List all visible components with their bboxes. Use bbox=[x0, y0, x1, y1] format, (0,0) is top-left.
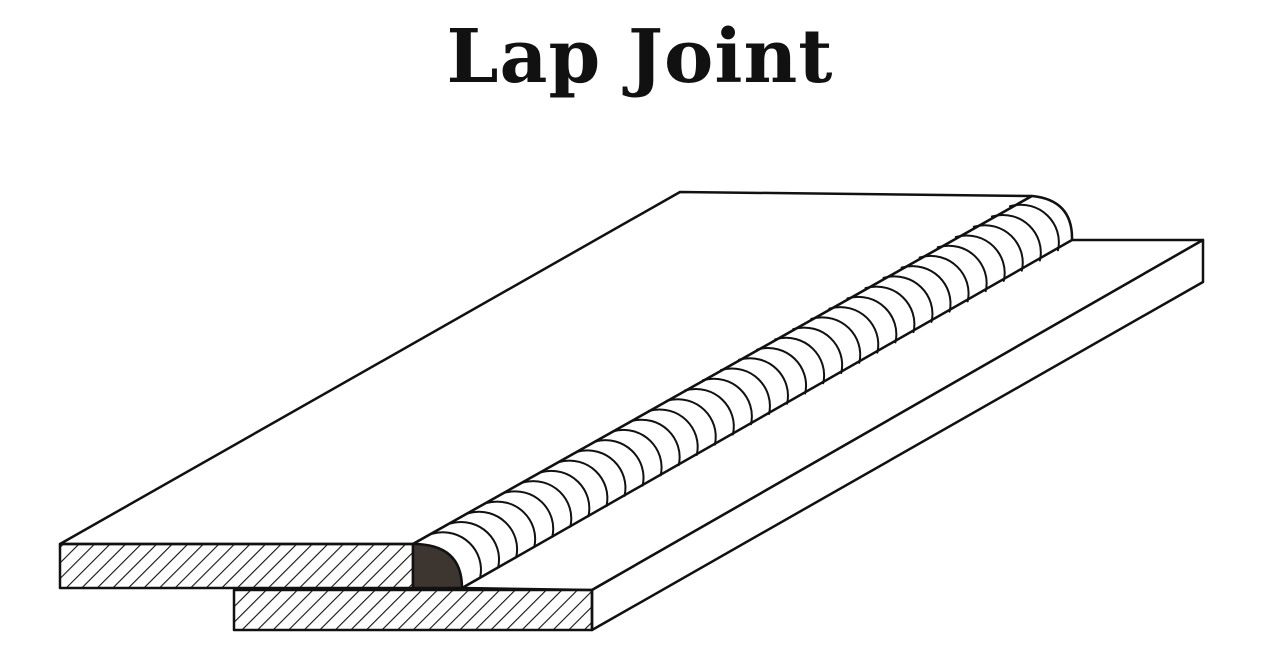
weld-bead bbox=[411, 194, 1074, 590]
weld-ripple bbox=[557, 459, 609, 508]
weld-ripple bbox=[503, 490, 555, 538]
weld-ripple bbox=[756, 347, 808, 395]
weld-ripple bbox=[665, 398, 717, 446]
weld-ripple bbox=[990, 214, 1042, 262]
weld-ripple bbox=[467, 510, 519, 559]
weld-ripple bbox=[1008, 203, 1060, 252]
weld-ripple bbox=[846, 295, 898, 344]
weld-ripple bbox=[774, 336, 826, 385]
weld-ripple bbox=[828, 306, 880, 354]
weld-ripple bbox=[882, 275, 934, 323]
weld-ripple bbox=[629, 418, 681, 467]
weld-ripple bbox=[810, 316, 862, 364]
weld-ripple bbox=[431, 531, 482, 579]
weld-ripple bbox=[611, 428, 663, 477]
weld-ripple bbox=[936, 244, 988, 293]
weld-ripple bbox=[918, 254, 970, 303]
weld-ripple bbox=[720, 367, 771, 415]
weld-ripple bbox=[954, 234, 1006, 282]
bottom-plate bbox=[232, 238, 1205, 632]
weld-ripple bbox=[485, 500, 537, 549]
weld-ripple bbox=[593, 439, 645, 487]
weld-ripple bbox=[900, 265, 952, 313]
weld-root bbox=[411, 542, 464, 590]
weld-ripple bbox=[792, 326, 844, 375]
weld-ripple bbox=[683, 388, 735, 436]
weld-ripple bbox=[738, 357, 789, 405]
top-plate-cross-section bbox=[58, 542, 415, 590]
weld-ripple bbox=[575, 449, 627, 497]
weld-ripples bbox=[431, 203, 1060, 579]
weld-ripple bbox=[449, 521, 501, 569]
diagram-title: Lap Joint bbox=[446, 14, 834, 100]
weld-ripple bbox=[864, 285, 916, 334]
weld-ripple bbox=[539, 469, 591, 518]
weld-ripple bbox=[647, 408, 699, 456]
bottom-plate-cross-section bbox=[232, 588, 594, 632]
weld-ripple bbox=[701, 377, 753, 426]
weld-ripple bbox=[972, 224, 1024, 272]
weld-ripple bbox=[521, 480, 573, 528]
